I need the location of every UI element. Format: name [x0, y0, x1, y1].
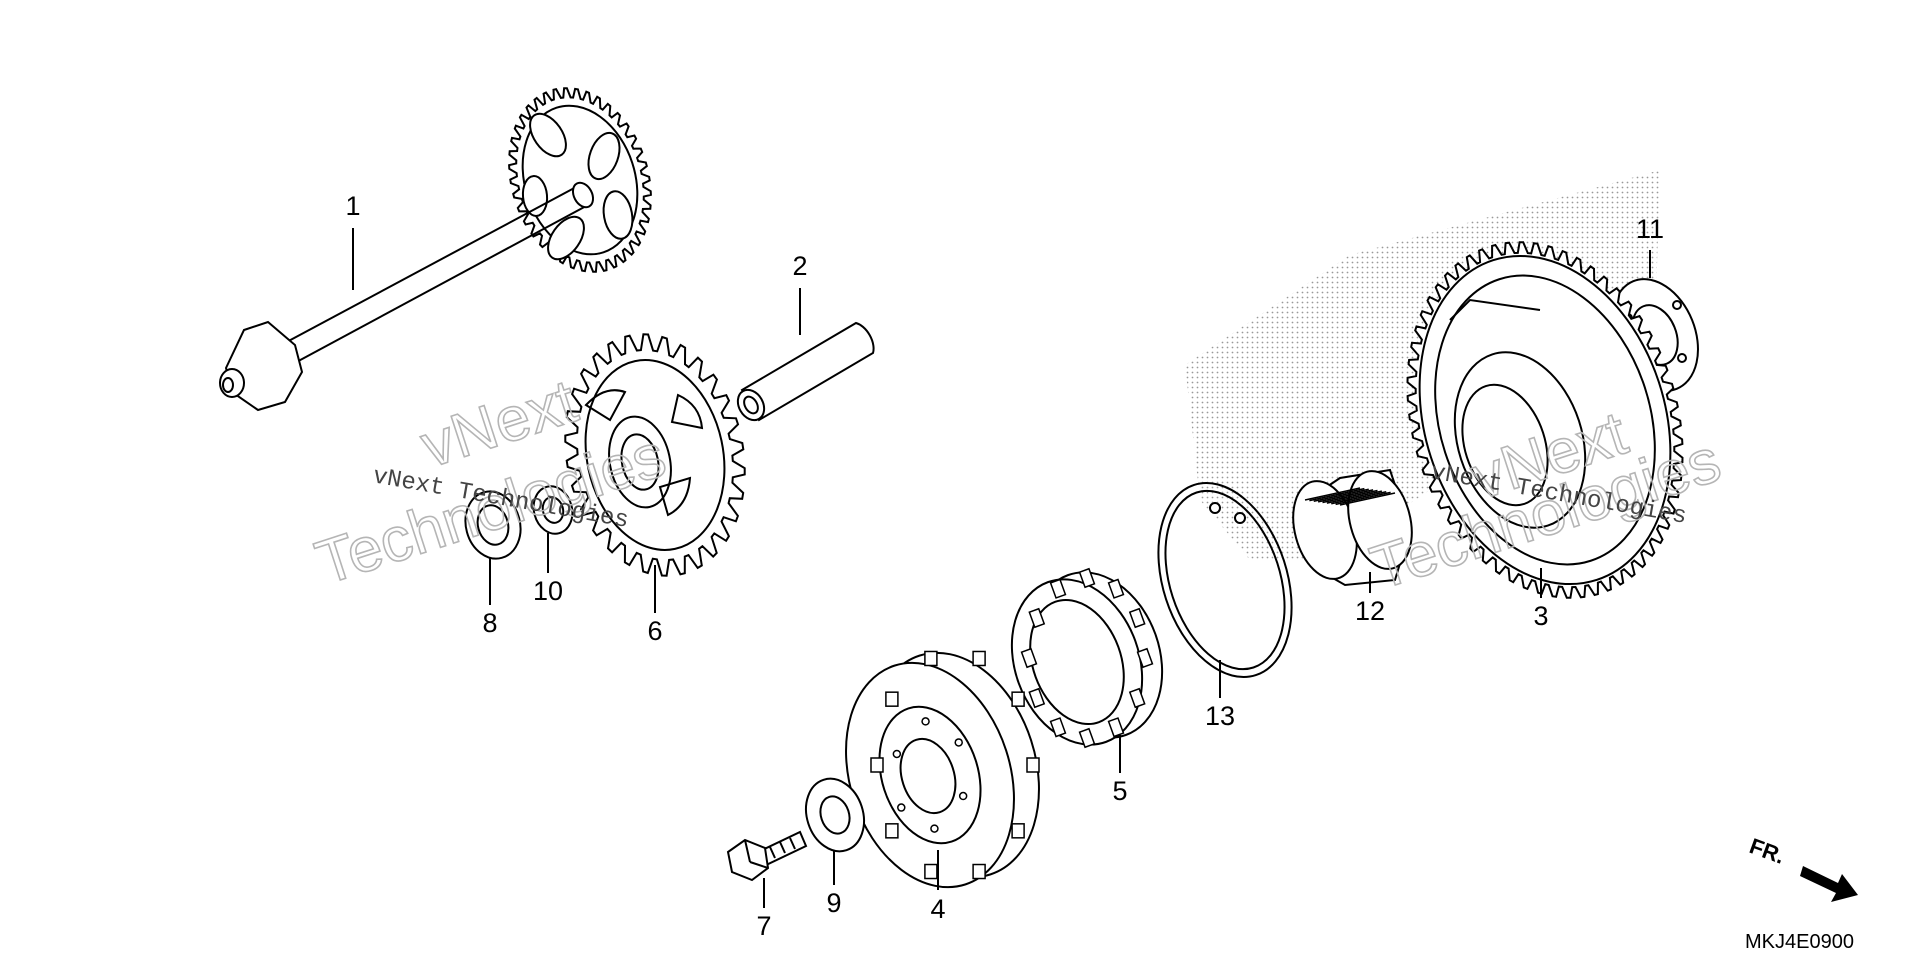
clutch-lug [924, 863, 938, 880]
clutch-cam [1049, 578, 1067, 599]
gear-1-hole [602, 190, 634, 240]
front-direction-arrow [1800, 866, 1858, 902]
bolt-hole [930, 824, 939, 833]
clutch-cam [1078, 567, 1096, 589]
needle-roller [1304, 487, 1361, 501]
front-direction-label: FR. [1746, 833, 1788, 869]
bolt-hole [897, 803, 906, 812]
part-ref-label-1: 1 [345, 191, 360, 221]
part-10-washer [532, 485, 574, 535]
clutch-lug [885, 823, 899, 839]
clutch-cam [1078, 727, 1096, 749]
part-ref-label-11: 11 [1636, 214, 1664, 244]
part-2-pin [736, 321, 875, 422]
bolt-hole [958, 791, 968, 801]
part-ref-label-7: 7 [756, 911, 771, 941]
part-3-gear [1406, 241, 1684, 599]
clutch-cam [1136, 647, 1154, 669]
part-7-bolt [726, 830, 808, 882]
clutch-lug [870, 757, 884, 773]
gear-1-hole [529, 112, 567, 158]
clutch-lug [1011, 691, 1025, 707]
needle-roller [1326, 490, 1383, 504]
needle-roller [1335, 491, 1391, 506]
clutch-lug [924, 650, 938, 667]
clutch-cam [1128, 607, 1146, 629]
gear-1-outline [508, 87, 652, 273]
part-ref-label-8: 8 [482, 608, 497, 638]
part-6-gear [564, 333, 746, 577]
needle-roller [1339, 492, 1396, 506]
part-ref-label-5: 5 [1112, 776, 1127, 806]
clutch-lug [885, 691, 899, 707]
diagram-code: MKJ4E0900 [1745, 931, 1854, 953]
needle-roller [1317, 489, 1374, 503]
clutch-lug [972, 650, 986, 667]
part-12-needle-bearing [1292, 468, 1413, 587]
bolt-hole [921, 717, 930, 726]
part-1-shaft-sprocket [219, 87, 652, 412]
part-ref-label-12: 12 [1355, 596, 1385, 626]
part-ref-label-3: 3 [1533, 601, 1548, 631]
clutch-cam [1020, 647, 1038, 669]
part-ref-label-13: 13 [1205, 701, 1235, 731]
part-9-washer [805, 777, 865, 853]
needle-roller [1331, 491, 1387, 505]
clutch-lug [1026, 757, 1040, 773]
part-ref-label-10: 10 [533, 576, 563, 606]
part-5-one-way-clutch [1010, 567, 1164, 749]
part-8-washer [464, 490, 522, 560]
bolt-hole [954, 738, 963, 747]
part-4-clutch-outer [845, 650, 1040, 889]
part-ref-label-9: 9 [826, 888, 841, 918]
clutch-cam [1128, 687, 1146, 709]
needle-roller [1322, 489, 1378, 504]
needle-roller [1313, 488, 1369, 502]
gear-1-hole [587, 131, 621, 181]
clutch-cam [1028, 687, 1046, 709]
part-ref-label-6: 6 [647, 616, 662, 646]
bolt-hole [892, 749, 902, 759]
clutch-lug [972, 863, 986, 880]
gear-1-hole [547, 215, 585, 261]
part-13-snap-ring [1157, 481, 1293, 679]
part-ref-label-4: 4 [930, 894, 945, 924]
clutch-cam [1028, 607, 1046, 629]
clutch-lug [1011, 823, 1025, 839]
clutch-cam [1049, 717, 1067, 738]
clutch-cam [1107, 717, 1125, 738]
needle-roller [1309, 487, 1365, 502]
clutch-cam [1107, 578, 1125, 599]
front-direction-indicator: FR. [1746, 833, 1858, 902]
part-ref-label-2: 2 [792, 251, 807, 281]
